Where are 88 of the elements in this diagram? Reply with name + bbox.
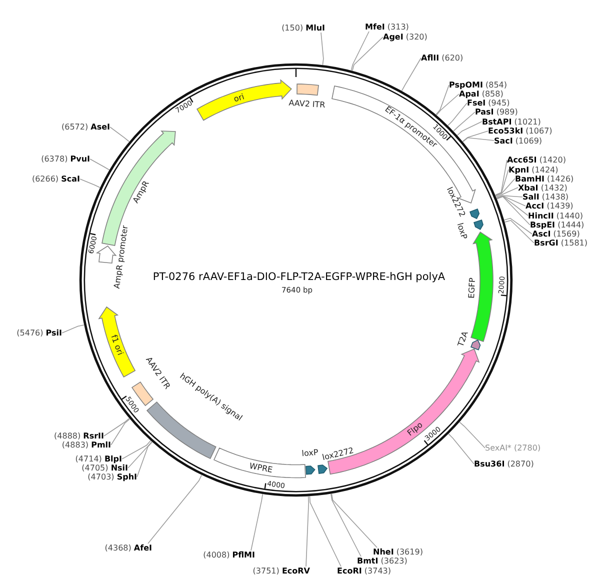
feature-label: WPRE — [248, 461, 274, 474]
leader-line — [352, 36, 384, 72]
restriction-site-label: ApaI (858) — [459, 90, 504, 98]
leader-line — [136, 442, 152, 478]
leader-line — [309, 496, 342, 567]
leader-line — [459, 422, 486, 448]
leader-line — [250, 494, 263, 551]
feature-label: f1 ori — [108, 334, 124, 357]
restriction-site-label: XbaI (1432) — [518, 183, 568, 192]
feature-label: lox2272 — [321, 446, 354, 462]
restriction-site-label: BspEI (1444) — [530, 220, 584, 230]
restriction-site-label: (6266) ScaI — [32, 174, 80, 184]
leader-line — [496, 195, 528, 216]
restriction-site-label: (4888) RsrII — [54, 432, 104, 440]
leader-line — [504, 220, 534, 244]
feature-label: loxP — [301, 448, 318, 459]
leader-line — [331, 493, 378, 548]
leader-line — [62, 324, 84, 334]
leader-line — [80, 178, 100, 188]
restriction-site-label: (4368) AfeI — [104, 544, 152, 552]
leader-line — [320, 32, 324, 66]
feature-label: loxP — [455, 222, 468, 240]
leader-line — [122, 440, 151, 460]
leader-line — [462, 130, 488, 142]
restriction-site-label: SacI (1069) — [494, 136, 542, 145]
restriction-site-label: AgeI (320) — [383, 32, 428, 42]
leader-line — [350, 31, 370, 71]
restriction-site-label: HincII (1440) — [528, 211, 583, 220]
restriction-site-label: Eco53kI (1067) — [488, 126, 552, 136]
restriction-site-label: EcoRI (3743) — [337, 566, 391, 576]
restriction-site-label: (3751) EcoRV — [252, 566, 310, 576]
leader-line — [436, 94, 460, 116]
restriction-site-label: PasI (989) — [475, 108, 518, 116]
leader-line — [453, 112, 476, 132]
leader-line — [306, 496, 310, 567]
leader-line — [110, 418, 130, 446]
leader-line — [495, 160, 508, 196]
leader-line — [496, 187, 518, 198]
restriction-site-label: SexAI* (2780) — [485, 444, 541, 452]
restriction-site-label: NheI (3619) — [373, 548, 423, 556]
restriction-site-label: AscI (1569) — [532, 230, 580, 238]
restriction-site-label: (4705) NsiI — [82, 464, 128, 472]
plasmid-name: PT-0276 rAAV-EF1a-DIO-FLP-T2A-EGFP-WPRE-hGH polyA — [152, 271, 446, 283]
restriction-site-label: BmtI (3623) — [357, 556, 408, 566]
leader-line — [436, 84, 450, 115]
feature-label: ori — [232, 92, 246, 104]
leader-line — [496, 195, 526, 206]
leader-line — [495, 178, 516, 196]
restriction-site-label: AflII (620) — [421, 54, 464, 62]
restriction-site-label: BamHI (1426) — [515, 174, 574, 183]
leader-line — [496, 195, 523, 198]
leader-line — [401, 58, 422, 92]
restriction-site-label: (4703) SphI — [88, 472, 137, 482]
feature-label: AmpR promoter — [112, 224, 130, 289]
feature-label: EGFP — [466, 278, 477, 299]
restriction-site-label: SalI (1438) — [522, 192, 569, 202]
leader-line — [462, 137, 494, 142]
restriction-site-label: (5476) PsiI — [16, 328, 62, 338]
restriction-site-label: FseI (945) — [467, 98, 510, 108]
restriction-site-label: BsrGI (1581) — [534, 238, 588, 248]
restriction-site-label: MfeI (313) — [365, 22, 409, 32]
leader-line — [448, 102, 468, 126]
restriction-site-label: PspOMI (854) — [449, 80, 508, 90]
restriction-site-label: (4883) PmlI — [62, 440, 111, 450]
feature-label: Flpo — [406, 420, 424, 438]
restriction-site-label: (6378) PvuI — [41, 154, 90, 164]
feature-label: T2A — [456, 330, 470, 348]
leader-line — [504, 218, 532, 234]
restriction-site-label: AccI (1439) — [526, 202, 574, 210]
leader-line — [128, 441, 152, 468]
restriction-site-label: (4008) PflMI — [203, 550, 255, 560]
restriction-site-label: (4714) BlpI — [75, 454, 122, 464]
leader-line — [104, 418, 130, 436]
leader-line — [496, 196, 530, 226]
restriction-site-label: Bsu36I (2870) — [474, 460, 534, 468]
restriction-site-label: Acc65I (1420) — [507, 156, 566, 164]
leader-line — [330, 494, 362, 557]
leader-line — [90, 158, 110, 170]
leader-line — [495, 169, 509, 196]
leader-line — [457, 121, 482, 136]
leader-line — [110, 126, 130, 142]
restriction-site-label: KpnI (1424) — [508, 165, 558, 174]
leader-line — [148, 474, 202, 544]
leader-line — [448, 434, 474, 464]
restriction-site-label: BstAPI (1021) — [482, 117, 541, 126]
restriction-site-label: (150) MluI — [282, 24, 325, 32]
restriction-site-label: (6572) AseI — [61, 122, 110, 132]
feature-label: AAV2 ITR — [288, 98, 326, 110]
